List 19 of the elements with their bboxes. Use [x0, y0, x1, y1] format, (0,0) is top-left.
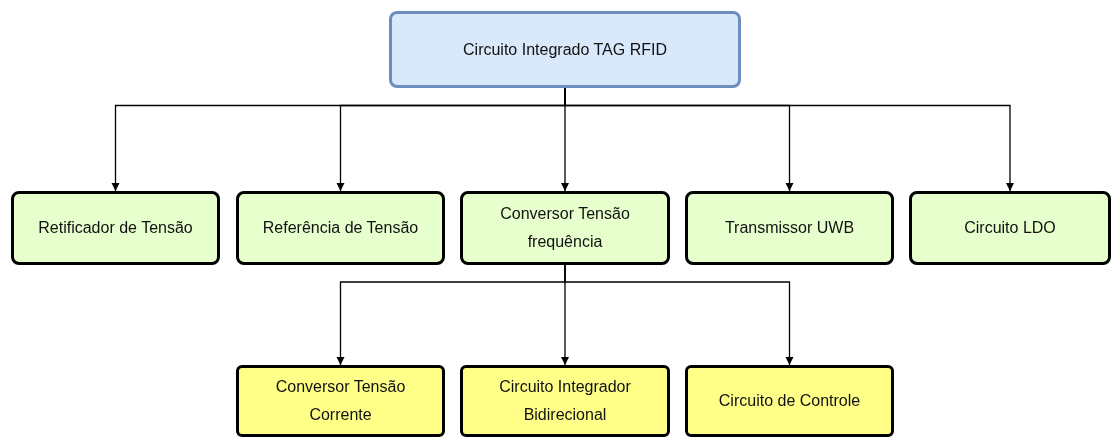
process-box: [685, 191, 894, 265]
box-label: Conversor Tensão Corrente: [274, 377, 407, 425]
process-box: [11, 191, 220, 265]
process-box: [460, 191, 670, 265]
box-label: Conversor Tensão frequência: [499, 204, 631, 252]
box-label: Circuito de Controle: [718, 391, 861, 411]
arrow: [564, 264, 794, 366]
box-label: Circuito LDO: [964, 218, 1056, 238]
process-box: [236, 365, 445, 437]
box-label: Transmissor UWB: [724, 218, 855, 238]
process-box: [685, 365, 894, 437]
box-label: Circuito Integrador Bidirecional: [498, 377, 632, 425]
process-box: [909, 191, 1111, 265]
box-label: Circuito Integrado TAG RFID: [463, 39, 667, 60]
box-label: Retificador de Tensão: [38, 218, 193, 238]
process-box: [460, 365, 670, 437]
process-box: [389, 11, 741, 88]
box-label: Referência de Tensão: [262, 218, 419, 238]
process-box: [236, 191, 445, 265]
